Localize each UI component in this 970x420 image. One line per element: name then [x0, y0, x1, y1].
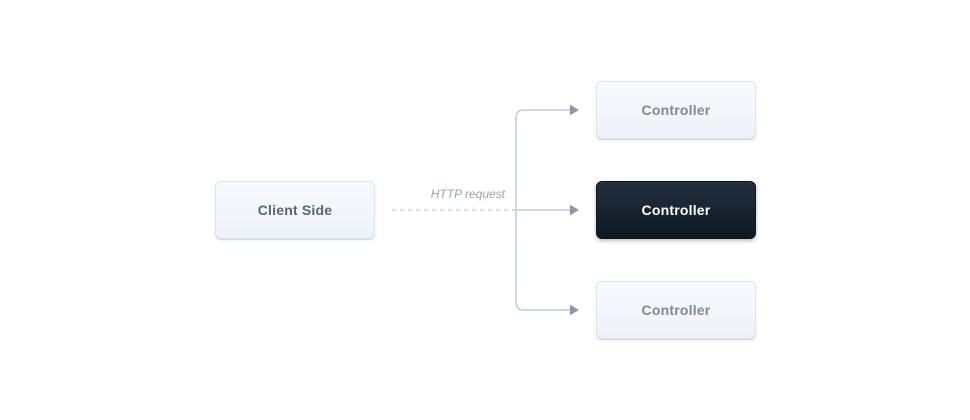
node-controller-top-label: Controller — [641, 102, 711, 118]
node-client-side-label: Client Side — [257, 202, 333, 218]
arrow-right-icon-top — [570, 104, 579, 116]
arrow-right-icon-bottom — [570, 304, 579, 316]
node-controller-top: Controller — [596, 81, 756, 139]
branch-bottom-line — [515, 210, 570, 311]
node-client-side: Client Side — [215, 181, 375, 239]
branch-top-line — [515, 109, 570, 210]
node-controller-middle-label: Controller — [641, 202, 711, 218]
node-controller-bottom-label: Controller — [641, 302, 711, 318]
node-controller-middle-selected: Controller — [596, 181, 756, 239]
http-request-label: HTTP request — [430, 187, 505, 201]
node-controller-bottom: Controller — [596, 281, 756, 339]
arrow-right-icon-middle — [570, 204, 579, 216]
